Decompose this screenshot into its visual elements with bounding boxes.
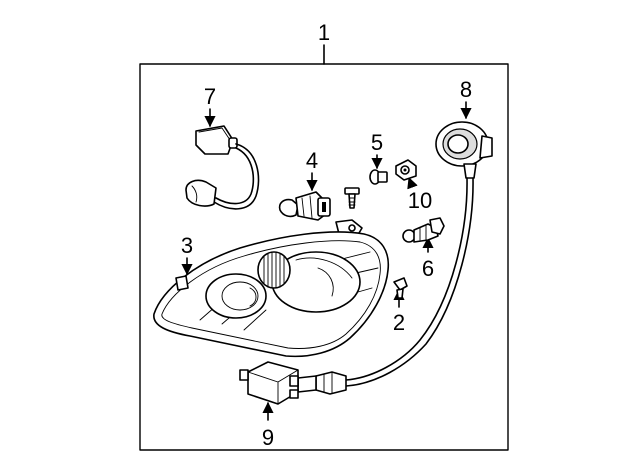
callout-10: 10 (408, 188, 432, 213)
assembly-frame (139, 44, 509, 451)
callout-6: 6 (422, 256, 434, 281)
callout-1: 1 (318, 20, 330, 45)
socket-cover-part-8 (435, 121, 493, 179)
headlamp-housing-part-3 (153, 219, 390, 358)
bulb-with-socket-part-6 (402, 217, 445, 243)
leveling-actuator-part-7 (185, 125, 260, 210)
callout-8: 8 (460, 77, 472, 102)
callout-9: 9 (262, 425, 274, 450)
wedge-bulb-part-5 (369, 169, 388, 185)
headlamp-bulb-part-4 (278, 191, 331, 221)
callout-4: 4 (306, 148, 318, 173)
harness-connector (297, 371, 347, 395)
callout-5: 5 (371, 130, 383, 155)
retaining-clip-part-2 (393, 277, 408, 299)
control-module-part-9 (239, 361, 299, 405)
callout-3: 3 (181, 233, 193, 258)
wire-harness (345, 177, 474, 387)
bulb-socket-part-10 (395, 159, 417, 181)
callout-2: 2 (393, 310, 405, 335)
mounting-screw (344, 187, 360, 209)
callout-7: 7 (204, 84, 216, 109)
arrow-10 (407, 176, 418, 190)
